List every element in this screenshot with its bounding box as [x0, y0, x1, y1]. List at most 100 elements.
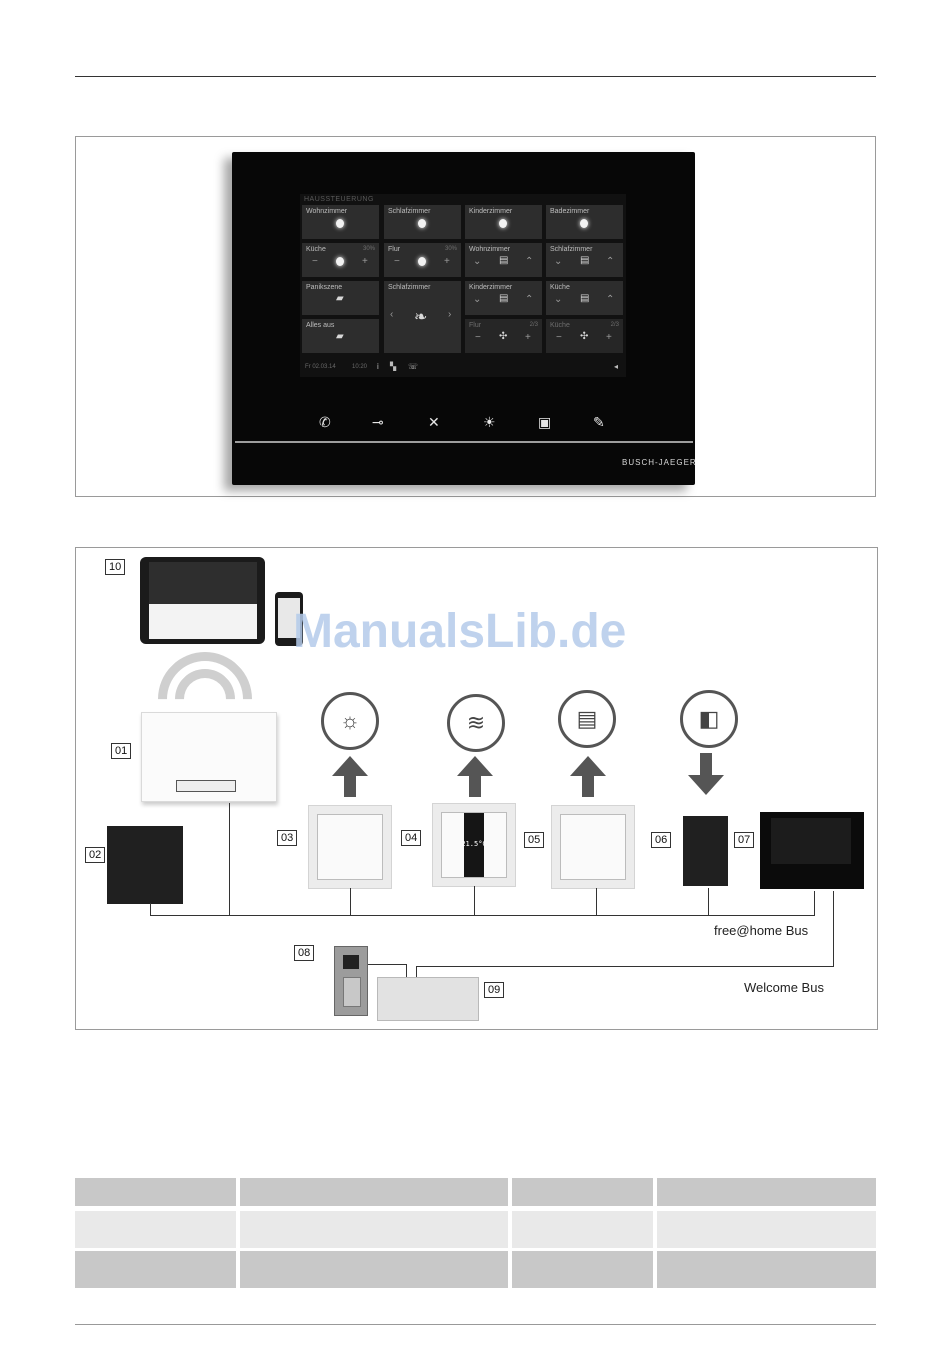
screen-tile[interactable]: Alles aus▰ [302, 319, 379, 353]
door-icon: ▚ [390, 362, 397, 371]
welcome-bus-link [406, 964, 407, 977]
bus-drop [708, 888, 709, 915]
chevron-left-icon: ‹ [390, 309, 394, 320]
screen-tile[interactable]: Panikszene▰ [302, 281, 379, 315]
phone-icon: ✆ [319, 414, 331, 430]
system-controller-09 [377, 977, 479, 1021]
key-icon: ⊸ [372, 414, 384, 430]
minus-icon: − [556, 332, 562, 343]
lightbulb-icon [580, 219, 588, 228]
screen-status-bar: Fr 02.03.14 10:20 i ▚ ☏ ◂ [300, 360, 626, 376]
switch-rocker [317, 814, 383, 880]
freeathome-bus-label: free@home Bus [714, 923, 809, 938]
screen-title: HAUSSTEUERUNG [304, 196, 374, 203]
table-row [75, 1251, 876, 1288]
outdoor-station-08 [334, 946, 368, 1016]
screen-tile[interactable]: Schlafzimmer⌄▤⌃ [546, 243, 623, 277]
tile-label: Alles aus [306, 322, 335, 329]
screen-tile[interactable]: Schlafzimmer [384, 205, 461, 239]
chevron-up-icon: ⌃ [525, 256, 534, 267]
brand-logo: BUSCH-JAEGER [622, 458, 697, 467]
freeathome-bus-line [150, 915, 815, 916]
tile-label: Badezimmer [550, 208, 590, 215]
blind-icon: ▤ [580, 293, 590, 304]
screen-tile[interactable]: Wohnzimmer [302, 205, 379, 239]
arrow-up-icon [332, 756, 368, 776]
wrench-icon: ✎ [593, 414, 605, 430]
bus-drop [229, 803, 230, 915]
bus-drop [474, 886, 475, 915]
label-01: 01 [111, 743, 132, 759]
fan-icon: ✣ [499, 331, 508, 342]
screen-tile[interactable]: Kinderzimmer [465, 205, 542, 239]
tile-label: Wohnzimmer [469, 246, 511, 253]
arrow-stem [582, 775, 594, 797]
welcome-bus-drop [833, 891, 834, 967]
table-cell [75, 1251, 236, 1288]
blind-switch-05 [551, 805, 635, 889]
chevron-down-icon: ⌄ [473, 294, 482, 305]
arrow-stem [344, 775, 356, 797]
tile-label: Küche [550, 284, 570, 291]
status-date: Fr 02.03.14 [305, 364, 336, 370]
screen-tile[interactable]: Kinderzimmer⌄▤⌃ [465, 281, 542, 315]
camera-module [343, 955, 359, 969]
chevron-up-icon: ⌃ [606, 256, 615, 267]
info-icon: i [377, 362, 379, 371]
access-point-buttons [176, 780, 236, 792]
label-04: 04 [401, 830, 422, 846]
light-icon: ☀ [483, 414, 496, 430]
screen-tile[interactable]: Badezimmer [546, 205, 623, 239]
screen-tile[interactable]: Küche⌄▤⌃ [546, 281, 623, 315]
status-time: 10:20 [352, 364, 368, 370]
light-switch-03 [308, 805, 392, 889]
minus-icon: − [475, 332, 481, 343]
label-07: 07 [734, 832, 755, 848]
tile-label: Flur [469, 322, 482, 329]
label-02: 02 [85, 847, 106, 863]
minus-icon: − [312, 256, 318, 267]
label-05: 05 [524, 832, 545, 848]
tile-label: Küche [550, 322, 570, 329]
scene-icon: ▰ [336, 293, 344, 304]
screen-tile[interactable]: Wohnzimmer⌄▤⌃ [465, 243, 542, 277]
scene-icon: ▰ [336, 331, 344, 342]
label-08: 08 [294, 945, 315, 961]
arrow-up-icon [570, 756, 606, 776]
tile-label: Schlafzimmer [388, 284, 431, 291]
welcome-bus-line [416, 966, 834, 967]
tile-label: Kinderzimmer [469, 284, 513, 291]
fan-icon: ✣ [580, 331, 589, 342]
speaker-icon: ◂ [614, 362, 619, 371]
table-cell [512, 1178, 653, 1206]
minus-icon: − [394, 256, 400, 267]
watermark: ManualsLib.de [293, 605, 627, 658]
tile-label: Kinderzimmer [469, 208, 513, 215]
header-rule [75, 76, 876, 77]
arrow-down-icon [688, 775, 724, 795]
chevron-right-icon: › [448, 309, 452, 320]
screen-tile[interactable]: Schlafzimmer‹❧› [384, 281, 461, 353]
panel-function-keys: ✆ ⊸ ✕ ☀ ▣ ✎ [300, 414, 630, 436]
button-module [343, 977, 361, 1007]
chevron-up-icon: ⌃ [606, 294, 615, 305]
bus-drop [350, 888, 351, 915]
table-cell [657, 1251, 876, 1288]
table-cell [240, 1251, 508, 1288]
chevron-down-icon: ⌄ [554, 256, 563, 267]
label-10: 10 [105, 559, 126, 575]
mute-icon: ✕ [428, 414, 440, 430]
tile-value: 2/3 [610, 322, 619, 328]
power-supply-module [107, 826, 183, 904]
table-cell [240, 1211, 508, 1248]
thermostat-display [464, 813, 484, 877]
blind-icon: ▤ [499, 293, 509, 304]
lightbulb-icon [336, 257, 344, 266]
mini-panel-screen [771, 818, 851, 864]
lightbulb-icon [336, 219, 344, 228]
label-09: 09 [484, 982, 505, 998]
